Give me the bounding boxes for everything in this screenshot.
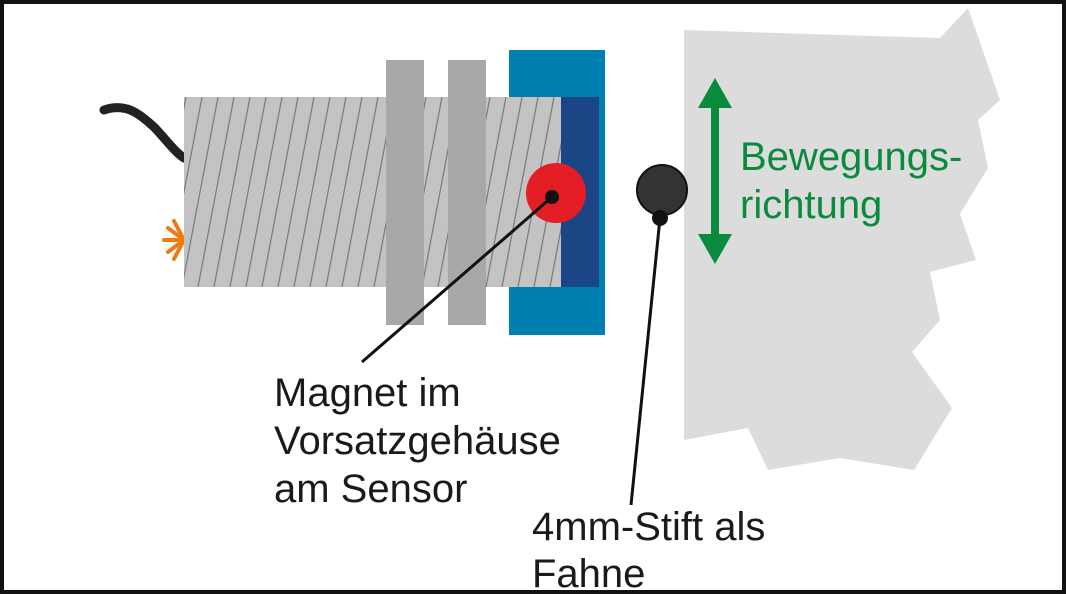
thread-line — [261, 97, 299, 287]
pin — [636, 164, 688, 216]
pin-leader-line — [629, 217, 662, 506]
movement-arrow-icon — [698, 78, 732, 264]
sensor-nut-left — [386, 60, 424, 325]
direction-label-line2: richtung — [740, 183, 882, 227]
sensor-nut-right — [448, 60, 486, 325]
thread-line — [277, 97, 315, 287]
direction-label-line1: Bewegungs- — [740, 135, 962, 179]
thread-line — [341, 97, 379, 287]
thread-line — [549, 209, 564, 287]
thread-line — [245, 97, 283, 287]
attachment-housing — [485, 50, 605, 335]
magnet-label-line2: Vorsatzgehäuse — [274, 419, 561, 463]
pin-label-line2: Fahne — [532, 552, 645, 594]
magnet-leader-line — [361, 195, 553, 364]
magnet-label-line1: Magnet im — [274, 371, 461, 415]
sensor-body — [184, 97, 564, 287]
thread-line — [197, 97, 235, 287]
thread-line — [184, 97, 203, 196]
thread-line — [309, 97, 347, 287]
led-indicator-icon — [162, 219, 186, 261]
magnet-label-line3: am Sensor — [274, 467, 467, 511]
thread-line — [325, 97, 363, 287]
thread-line — [184, 97, 219, 280]
pin-label-line1: 4mm-Stift als — [532, 505, 765, 549]
sensor-cable — [99, 103, 189, 163]
moving-plate — [684, 8, 1000, 470]
thread-line — [293, 97, 331, 287]
thread-line — [485, 97, 523, 287]
thread-line — [229, 97, 267, 287]
thread-line — [501, 97, 539, 287]
thread-line — [213, 97, 251, 287]
